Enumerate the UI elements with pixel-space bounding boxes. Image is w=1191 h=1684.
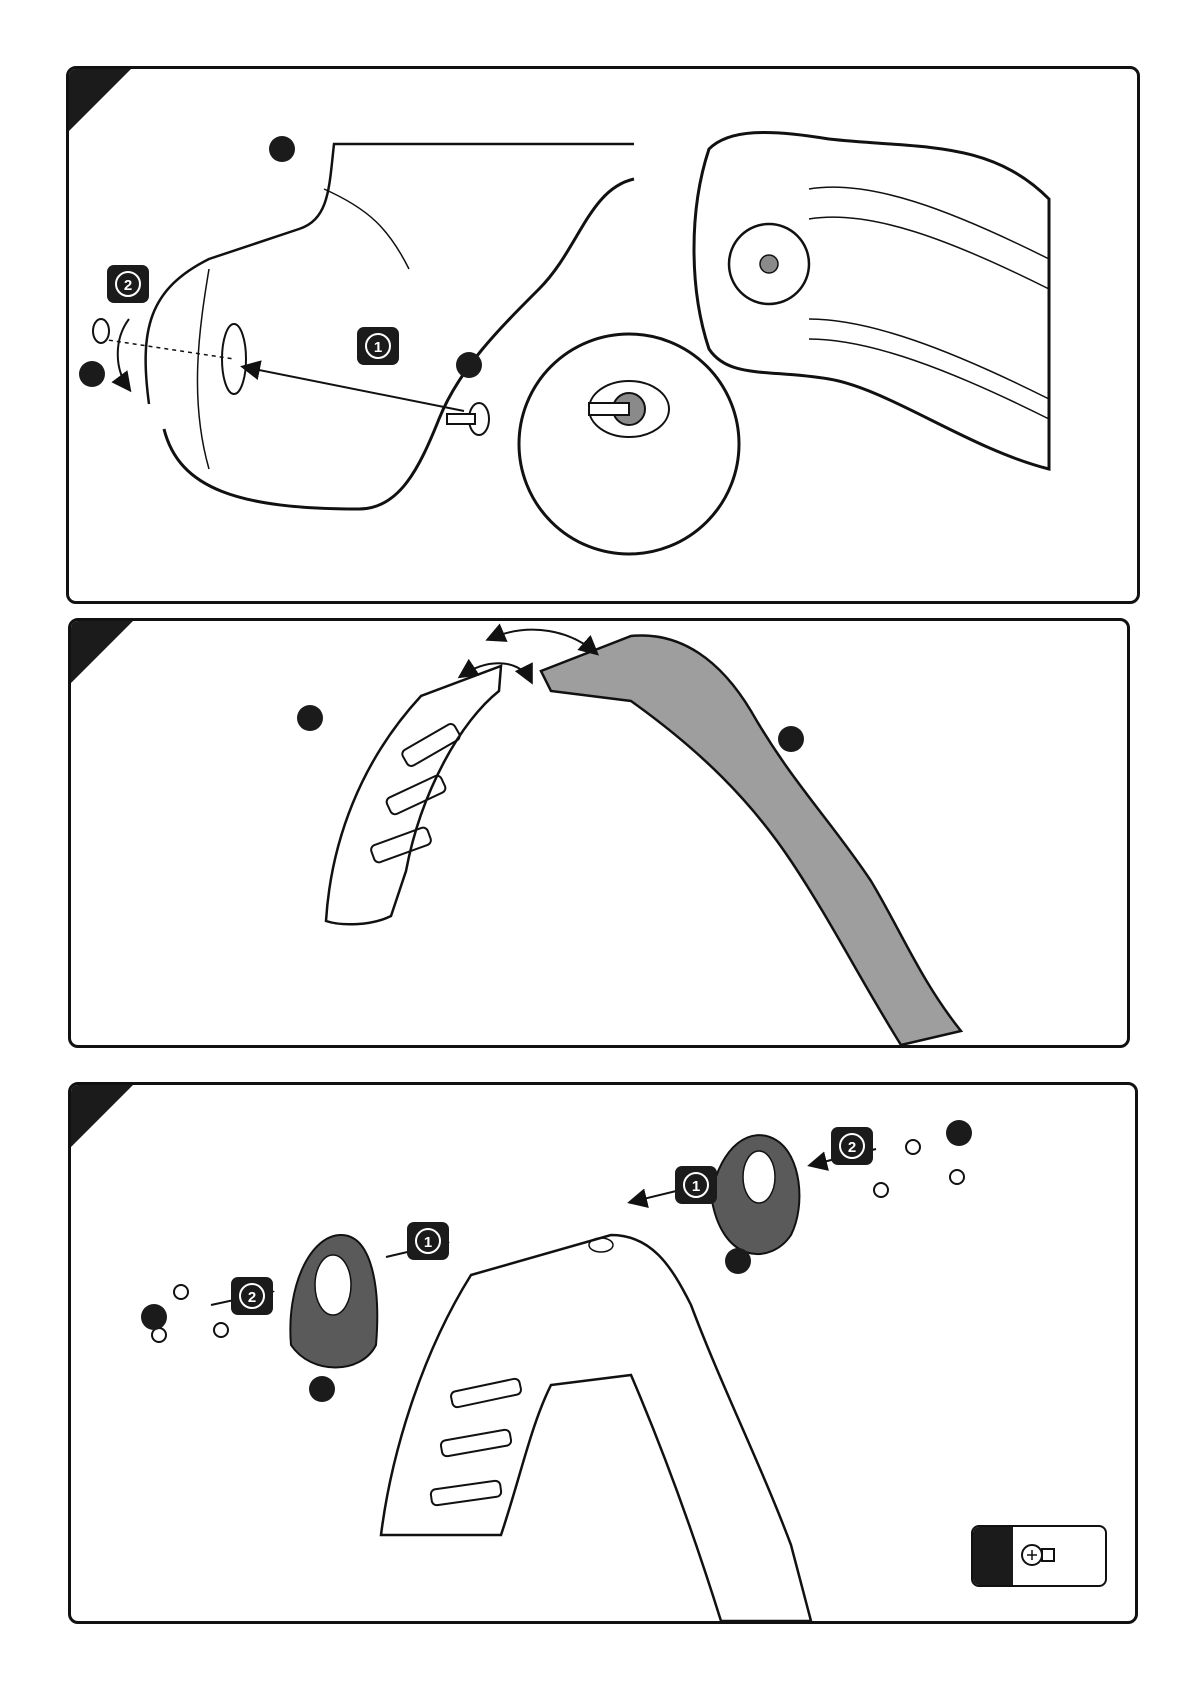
step-badge-2: 2 — [831, 1127, 873, 1165]
part-ref-dot — [456, 352, 482, 378]
part-ref-dot — [297, 705, 323, 731]
step-badge-1: 1 — [357, 327, 399, 365]
step-badge-label: 2 — [124, 277, 132, 294]
ladder-part — [326, 666, 501, 924]
slide-right-view — [694, 132, 1049, 469]
step-badge-2: 2 — [107, 265, 149, 303]
step-panel-3: 2 1 2 1 — [68, 1082, 1138, 1624]
arrow-icon — [489, 630, 596, 653]
step-badge-1: 1 — [407, 1222, 449, 1260]
step-badge-label: 2 — [848, 1139, 856, 1156]
step-panel-1: 2 1 — [66, 66, 1140, 604]
arrow-icon — [244, 367, 464, 411]
step-badge-label: 1 — [692, 1178, 700, 1195]
screw-icon — [1018, 1535, 1058, 1575]
left-handle-part — [290, 1235, 377, 1368]
hardware-legend-box — [971, 1525, 1107, 1587]
rotate-arrow-icon — [118, 319, 129, 389]
part-ref-dot — [141, 1304, 167, 1330]
step-badge-label: 1 — [374, 339, 382, 356]
panel-2-illustration — [71, 621, 1127, 1045]
step-badge-label: 1 — [424, 1234, 432, 1251]
step-panel-2 — [68, 618, 1130, 1048]
part-ref-dot — [725, 1248, 751, 1274]
part-ref-dot — [269, 136, 295, 162]
step-badge-1: 1 — [675, 1166, 717, 1204]
right-handle-part — [711, 1135, 799, 1254]
step-badge-label: 2 — [248, 1289, 256, 1306]
hardware-legend-marker — [973, 1527, 1013, 1585]
slide-part — [541, 635, 961, 1045]
slide-assembly — [381, 1235, 811, 1621]
step-badge-2: 2 — [231, 1277, 273, 1315]
part-ref-dot — [946, 1120, 972, 1146]
part-ref-dot — [309, 1376, 335, 1402]
part-ref-dot — [79, 361, 105, 387]
part-ref-dot — [778, 726, 804, 752]
panel-1-illustration: 2 1 — [69, 69, 1137, 601]
